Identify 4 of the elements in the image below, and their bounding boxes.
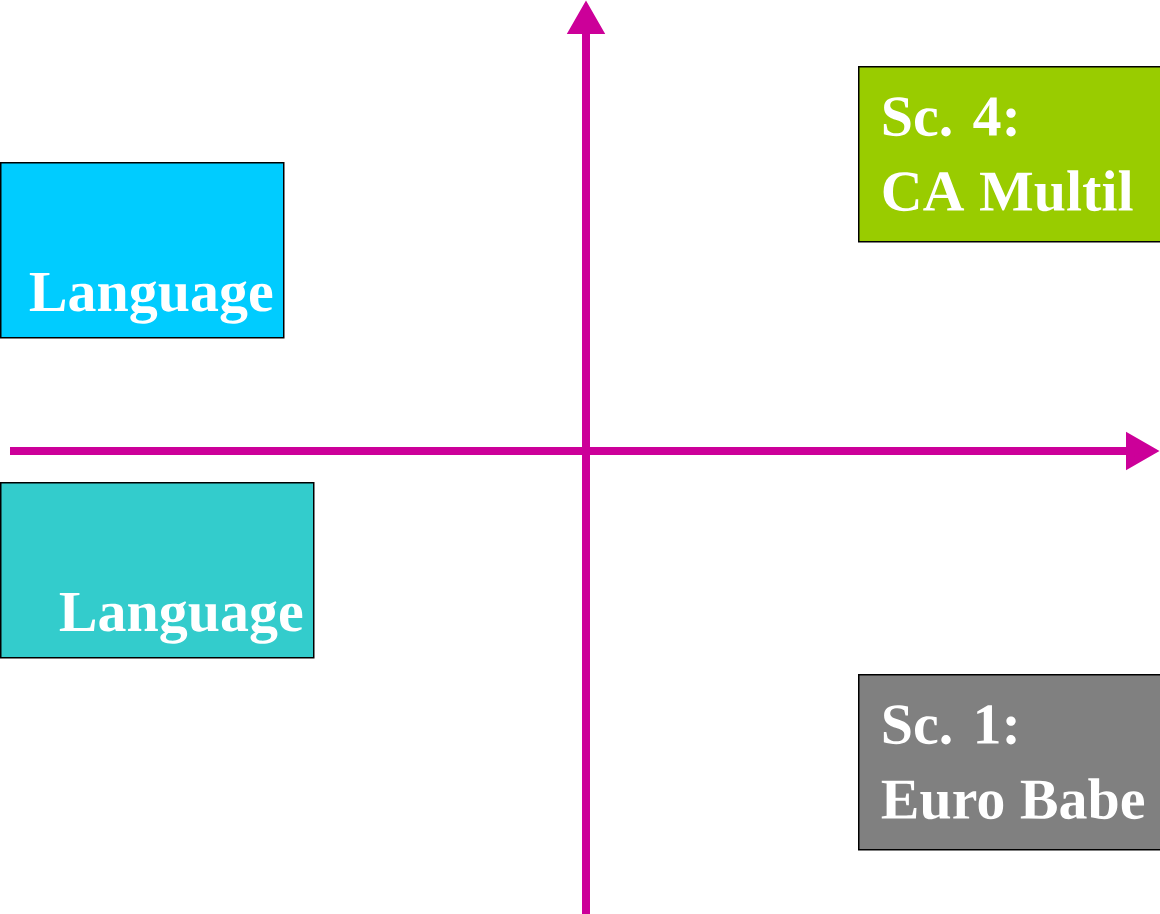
text-box: Sc. 1: Euro Babe [858, 674, 1160, 851]
text-box: Sc. 4: CA Multil [858, 66, 1160, 243]
text-box: Language [0, 162, 285, 339]
text-box: Language [0, 482, 315, 659]
